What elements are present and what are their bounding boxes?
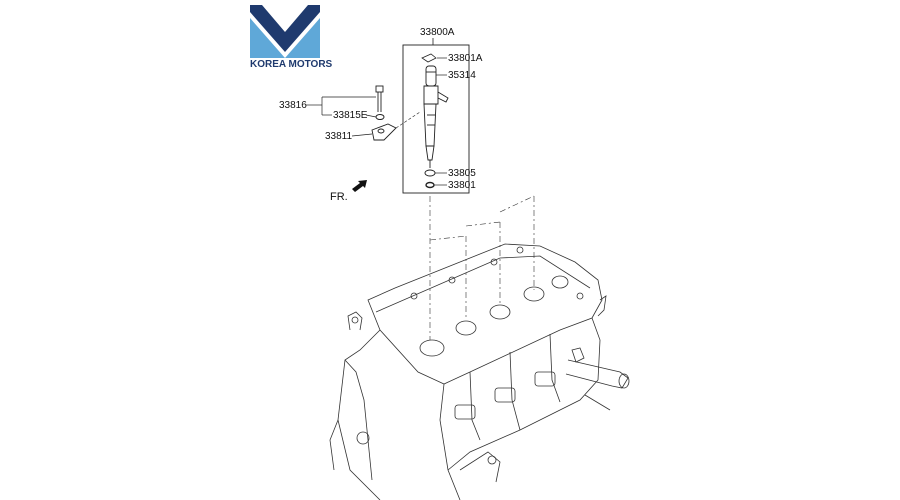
injector-body: [423, 65, 449, 168]
label-33805[interactable]: 33805: [448, 168, 476, 179]
label-33816[interactable]: 33816: [279, 100, 307, 111]
label-33811[interactable]: 33811: [325, 131, 353, 142]
brand-logo: KOREA MOTORS: [250, 5, 333, 70]
label-33801A[interactable]: 33801A: [448, 53, 483, 64]
logo-left-lower: [250, 18, 285, 58]
brand-name: KOREA MOTORS: [250, 59, 333, 70]
o-ring-part: [424, 169, 436, 177]
logo-left-chevron: [250, 5, 285, 52]
assembly-box: [402, 44, 470, 194]
cylinder-head-drawing: [329, 243, 630, 500]
label-35314[interactable]: 35314: [448, 70, 476, 81]
gasket-part: [425, 181, 435, 189]
label-33800A[interactable]: 33800A: [420, 27, 455, 38]
injector-assembly-group: 33800A 33801A 35314 33805 33801: [402, 27, 483, 194]
logo-right-chevron: [285, 5, 320, 52]
clip-part: [421, 53, 437, 63]
label-33801[interactable]: 33801: [448, 180, 476, 191]
clamp-group: 33816 33815E 33811: [279, 85, 421, 142]
logo-right-lower: [285, 18, 320, 58]
bolt-part: [375, 85, 384, 112]
fr-arrow-icon: [352, 180, 367, 192]
front-direction-indicator: FR.: [330, 180, 367, 203]
location-lines: [429, 195, 535, 340]
washer-part: [375, 114, 385, 120]
clamp-part: [371, 123, 397, 141]
label-33815E[interactable]: 33815E: [333, 110, 368, 121]
fr-label: FR.: [330, 191, 348, 203]
